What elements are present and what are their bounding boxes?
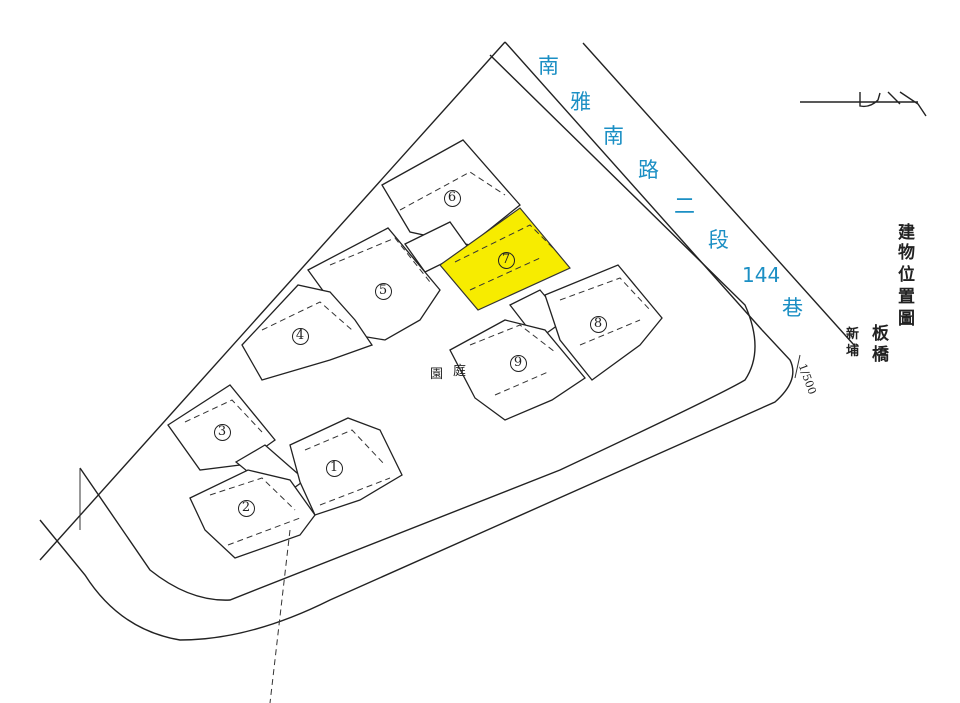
building-5-label: 5 — [378, 283, 388, 298]
north-arrow-icon — [800, 91, 927, 117]
road-name-char-8: 巷 — [782, 296, 803, 320]
survey-line — [269, 529, 291, 703]
building-1-outline — [289, 417, 403, 516]
building-6-label: 6 — [447, 190, 457, 205]
road-name-char-5: 二 — [674, 194, 695, 218]
area-char-2: 埔 — [846, 344, 860, 359]
title-char-2: 物 — [898, 243, 915, 263]
building-9-label: 9 — [513, 355, 523, 370]
building-4-label: 4 — [295, 328, 305, 343]
road-name-number: 144 — [742, 263, 781, 287]
district-char-1: 板 — [872, 324, 889, 344]
road-name-char-4: 路 — [638, 158, 659, 182]
road-edge-outer — [582, 42, 855, 346]
building-8-label: 8 — [593, 316, 603, 331]
district-char-2: 橋 — [872, 345, 889, 365]
road-name-char-1: 南 — [538, 54, 559, 78]
building-2-label: 2 — [241, 500, 251, 515]
courtyard-char-1: 庭 — [453, 364, 467, 379]
scale-tick — [794, 354, 801, 379]
road-name-char-2: 雅 — [570, 90, 591, 114]
title-char-5: 圖 — [898, 309, 915, 329]
site-boundary-curve — [79, 54, 756, 601]
road-name-char-3: 南 — [603, 124, 624, 148]
boundary-line-west — [39, 41, 506, 561]
road-name-char-6: 段 — [708, 228, 729, 252]
courtyard-char-2: 園 — [430, 367, 444, 382]
title-char-4: 置 — [898, 287, 915, 307]
road-curb-curve — [39, 329, 794, 641]
building-3-label: 3 — [217, 424, 227, 439]
title-char-1: 建 — [898, 223, 915, 243]
road-edge-inner — [504, 41, 763, 331]
building-1-label: 1 — [329, 460, 339, 475]
building-7-label: 7 — [501, 252, 511, 267]
title-char-3: 位 — [898, 265, 915, 285]
area-char-1: 新 — [846, 327, 860, 342]
